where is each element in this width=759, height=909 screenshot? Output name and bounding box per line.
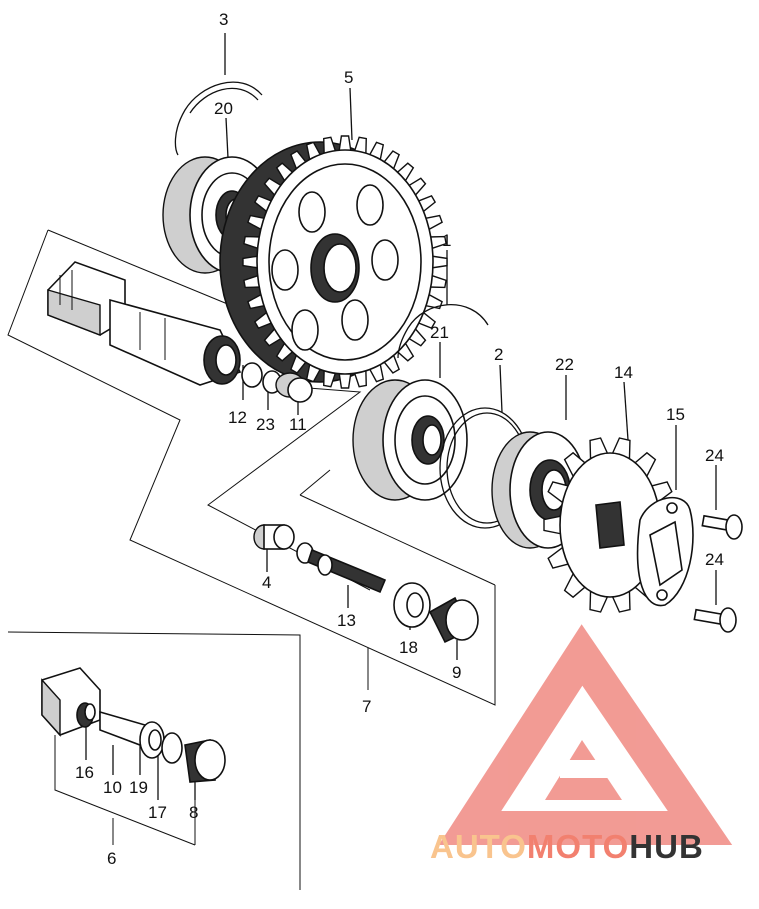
watermark-text: AUTOMOTOHUB (430, 828, 704, 866)
callout-19: 19 (129, 778, 148, 797)
watermark-logo (438, 624, 733, 845)
lower-shaft-assembly (41, 667, 101, 737)
bolt-cap-8 (184, 739, 226, 783)
callout-23: 23 (256, 415, 275, 434)
bolt-24-lower (693, 607, 737, 633)
fixing-plate-15 (636, 496, 694, 607)
drive-sprocket-14 (543, 437, 677, 613)
assembly-outline-lines (7, 229, 496, 890)
callout-12: 12 (228, 408, 247, 427)
bolt-cap-9 (428, 596, 479, 644)
callout-15: 15 (666, 405, 685, 424)
callout-1: 1 (442, 231, 451, 250)
circlip-3 (174, 81, 263, 156)
bearing-21 (352, 379, 468, 501)
collar-17 (161, 732, 183, 764)
countershaft (47, 261, 242, 386)
callout-4: 4 (262, 573, 271, 592)
callout-11: 11 (289, 415, 307, 434)
washer-16 (84, 703, 96, 721)
callout-2: 2 (494, 345, 503, 364)
star-washer-18 (393, 582, 431, 628)
callout-21: 21 (430, 323, 449, 342)
callout-22: 22 (555, 355, 574, 374)
callout-7: 7 (362, 697, 371, 716)
watermark-part-moto: MOTO (526, 828, 630, 865)
bushing-4 (253, 524, 295, 550)
rod-10 (99, 710, 146, 747)
callout-5: 5 (344, 68, 353, 87)
callout-24-upper: 24 (705, 446, 724, 465)
callout-13: 13 (337, 611, 356, 630)
callout-6: 6 (107, 849, 116, 868)
callout-9: 9 (452, 663, 461, 682)
callout-14: 14 (614, 363, 633, 382)
watermark-part-auto: AUTO (430, 828, 527, 865)
small-washer-12 (241, 362, 263, 388)
leader-lines (85, 33, 717, 800)
circlip-1 (397, 304, 489, 359)
large-gear-5 (219, 135, 448, 389)
callout-17: 17 (148, 803, 167, 822)
rod-13 (296, 542, 387, 594)
callout-3: 3 (219, 10, 228, 29)
callout-18: 18 (399, 638, 418, 657)
callout-8: 8 (189, 803, 198, 822)
callout-labels: 3 20 5 1 21 2 22 14 15 24 24 12 23 11 4 … (75, 10, 724, 868)
callout-24-lower: 24 (705, 550, 724, 569)
plug-11 (275, 372, 313, 403)
callout-16: 16 (75, 763, 94, 782)
callout-10: 10 (103, 778, 122, 797)
callout-20: 20 (214, 99, 233, 118)
star-washer-19 (139, 721, 165, 759)
bolt-24-upper (701, 514, 743, 540)
watermark-part-hub: HUB (629, 828, 704, 865)
